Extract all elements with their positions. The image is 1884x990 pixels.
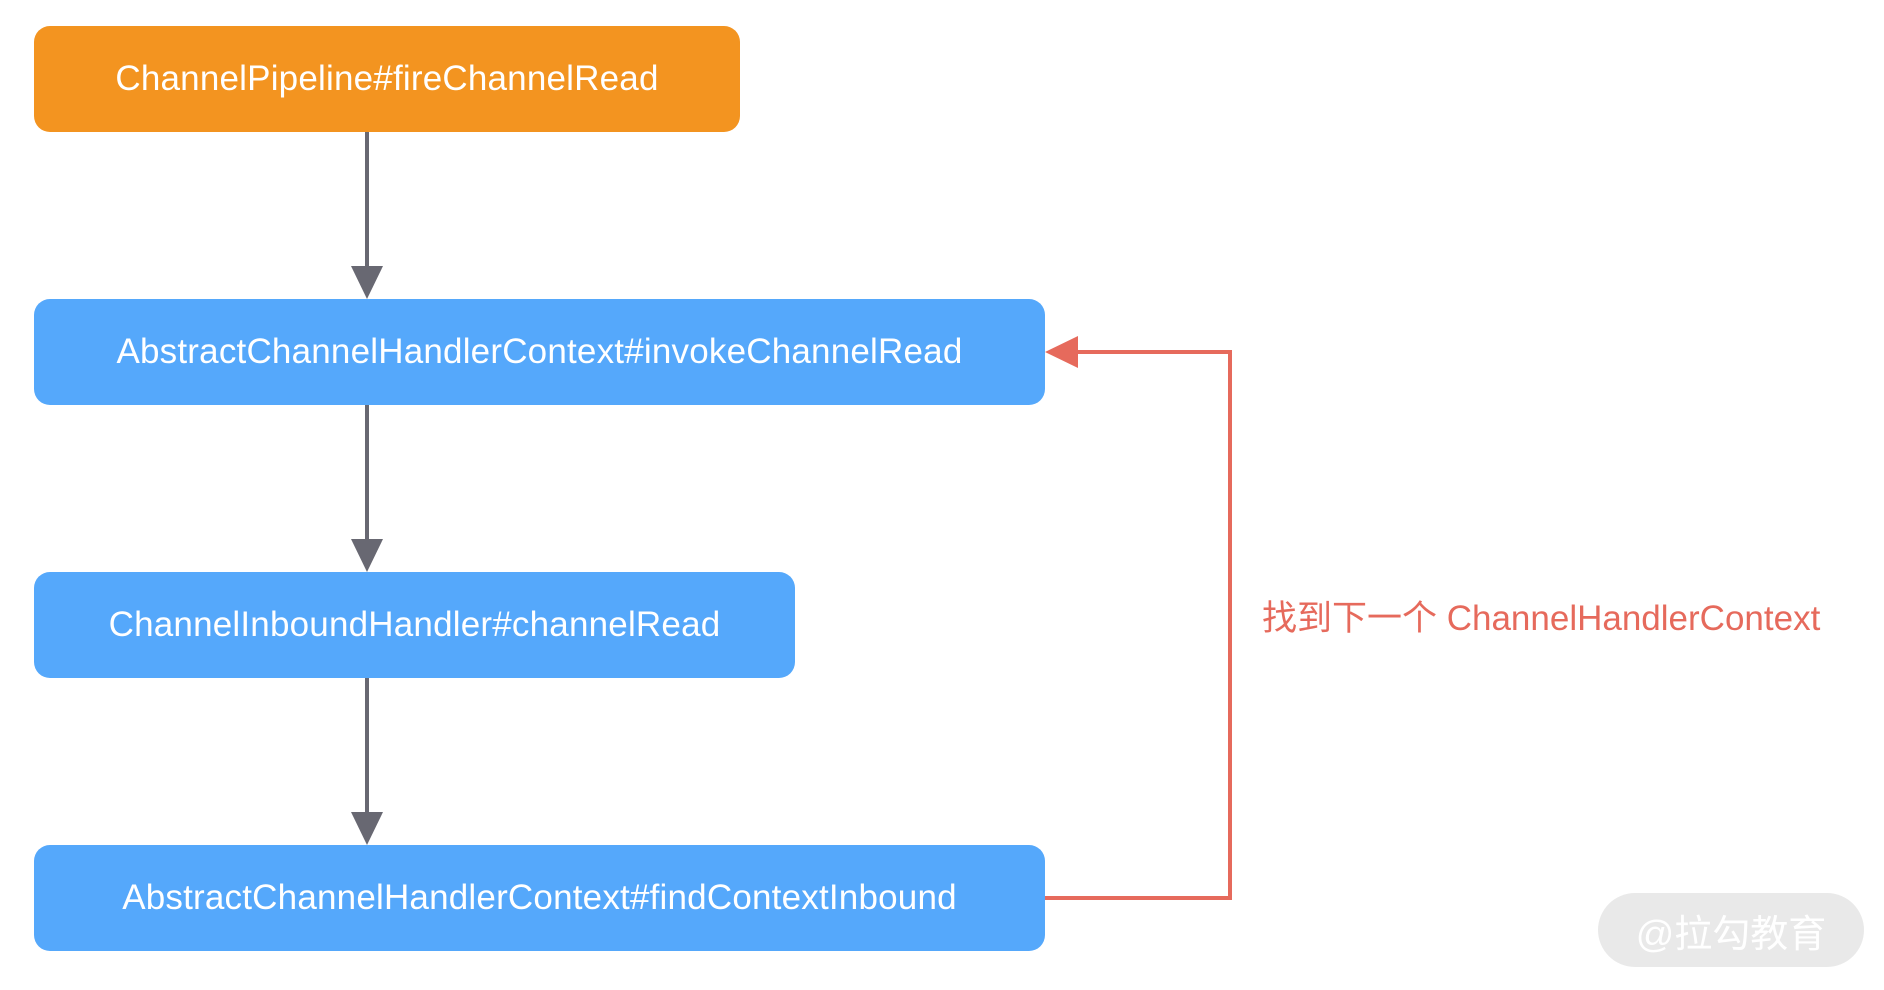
node-inbound-handler-channel-read: ChannelInboundHandler#channelRead xyxy=(34,572,795,678)
node-channel-pipeline-fire-channel-read: ChannelPipeline#fireChannelRead xyxy=(34,26,740,132)
watermark-badge: @拉勾教育 xyxy=(1598,893,1864,967)
node-label: ChannelInboundHandler#channelRead xyxy=(108,605,721,644)
arrowhead-n1-n2 xyxy=(351,266,383,299)
node-label: AbstractChannelHandlerContext#invokeChan… xyxy=(116,332,963,371)
arrowhead-n2-n3 xyxy=(351,539,383,572)
node-find-context-inbound: AbstractChannelHandlerContext#findContex… xyxy=(34,845,1045,951)
node-invoke-channel-read: AbstractChannelHandlerContext#invokeChan… xyxy=(34,299,1045,405)
arrowhead-loop xyxy=(1045,336,1078,368)
watermark-text: @拉勾教育 xyxy=(1635,913,1827,956)
arrowhead-n3-n4 xyxy=(351,812,383,845)
loop-label: 找到下一个 ChannelHandlerContext xyxy=(1262,599,1821,638)
edge-n4-n2-loop xyxy=(1045,350,1232,900)
node-label: ChannelPipeline#fireChannelRead xyxy=(115,59,659,98)
node-label: AbstractChannelHandlerContext#findContex… xyxy=(122,878,957,917)
